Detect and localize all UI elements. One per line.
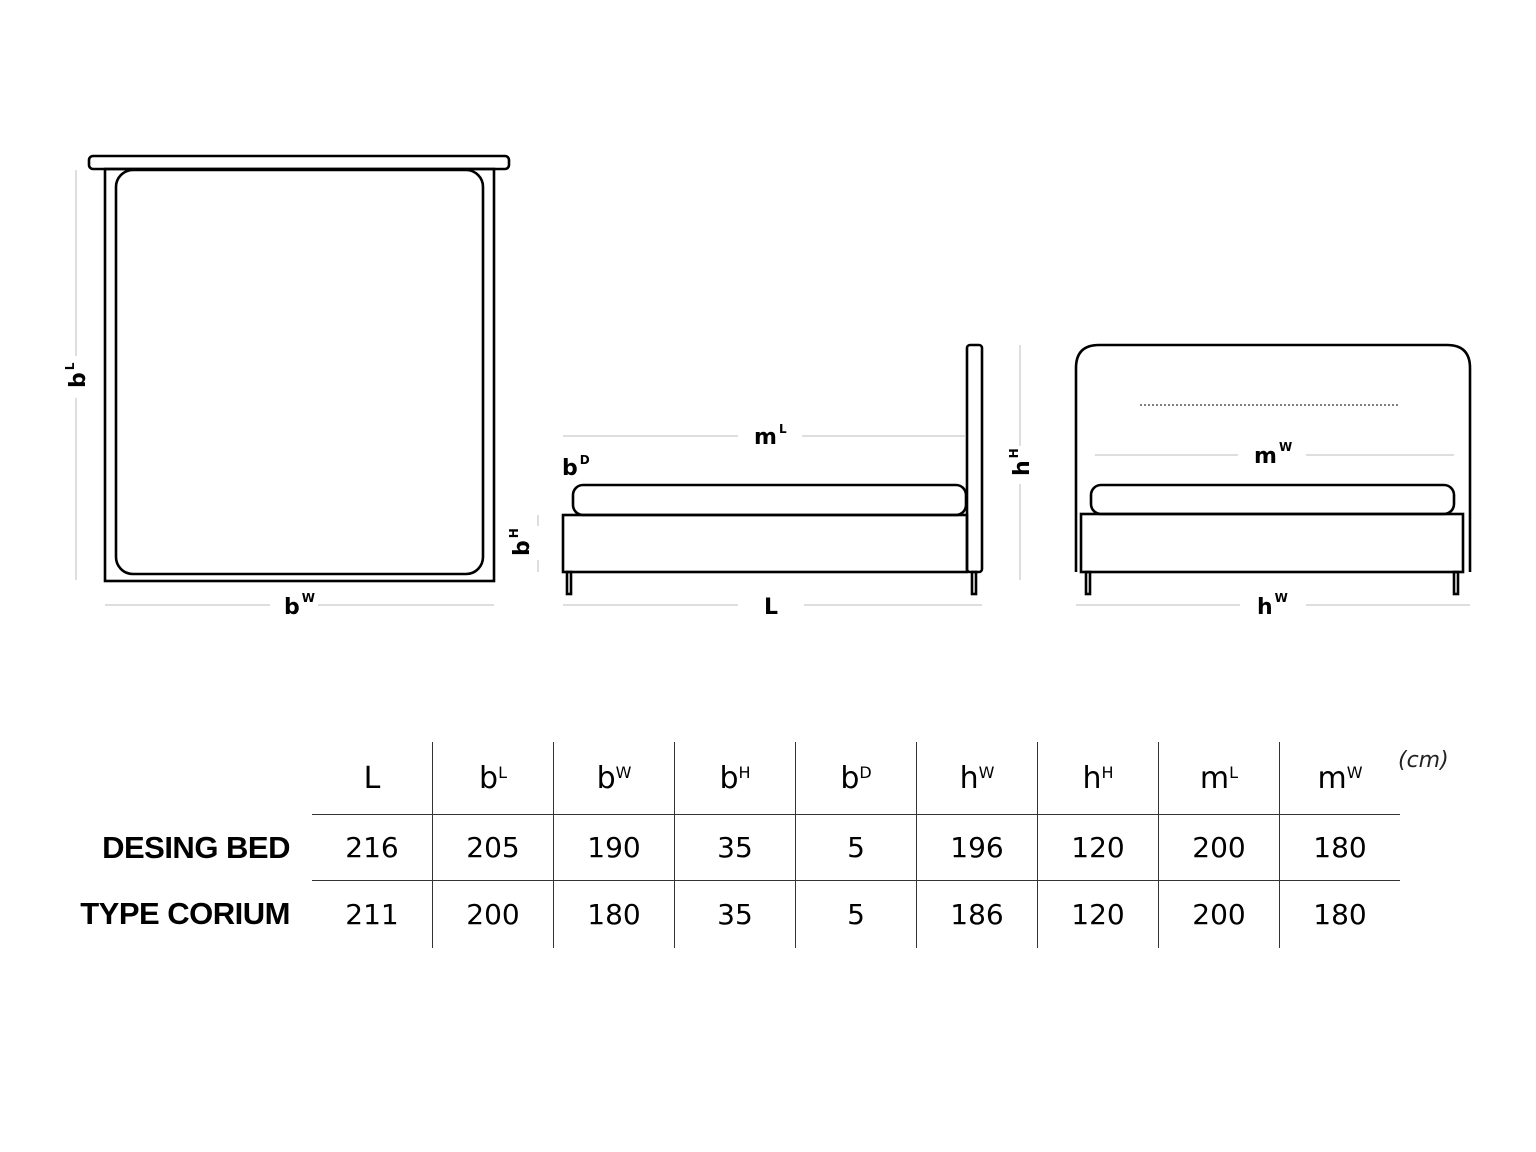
col-header-hH: hH [1037,742,1159,815]
col-header-bW: bW [553,742,675,815]
table-cell: 205 [432,814,554,881]
table-cell: 200 [1158,814,1280,881]
col-header-bD: bD [795,742,917,815]
side-view-base [561,513,969,574]
top-view-length-label: bL [63,362,91,388]
col-header-mW: mW [1279,742,1400,815]
top-view-mattress [114,168,485,576]
row-label: TYPE CORIUM [80,896,290,932]
top-view-headboard [87,154,511,171]
table-cell: 200 [1158,880,1280,948]
side-view-leg [970,570,978,596]
table-cell: 200 [432,880,554,948]
col-header-hW: hW [916,742,1038,815]
table-cell: 35 [674,880,796,948]
table-cell: 35 [674,814,796,881]
table-cell: 180 [553,880,675,948]
front-view-base [1079,512,1465,574]
table-cell: 5 [795,880,917,948]
side-view-base-height-label: bH [507,528,535,556]
top-view-bed-frame [103,167,496,583]
col-header-L: L [363,760,381,796]
table-cell: 180 [1279,814,1400,881]
side-view-headboard [965,343,984,574]
table-cell: 190 [553,814,675,881]
row-label: DESING BED [102,829,290,865]
table-cell: 120 [1037,880,1159,948]
table-row: DESING BED 216 205 190 35 5 196 120 200 … [70,814,1400,881]
front-view-leg [1084,570,1092,596]
front-view-mattress [1089,483,1456,516]
table-cell: 5 [795,814,917,881]
col-header-bL: bL [432,742,554,815]
side-view-mattress [571,483,968,517]
table-cell: 120 [1037,814,1159,881]
front-view-headboard [1074,343,1472,572]
dimensions-table: L bL bW bH bD hW hH mL mW DESING BED 216… [70,742,1400,948]
table-corner [70,742,312,815]
table-cell: 186 [916,880,1038,948]
col-header-bH: bH [674,742,796,815]
side-view-headboard-height-label: hH [1007,448,1035,476]
side-view-leg [565,570,573,596]
table-header-row: L bL bW bH bD hW hH mL mW [70,742,1400,815]
unit-label: (cm) [1398,748,1449,773]
table-cell: 180 [1279,880,1400,948]
side-view-length-label: L [764,595,778,620]
table-cell: 211 [312,880,433,948]
table-cell: 216 [312,814,433,881]
front-view-leg [1452,570,1460,596]
table-cell: 196 [916,814,1038,881]
table-row: TYPE CORIUM 211 200 180 35 5 186 120 200… [70,880,1400,948]
col-header-mL: mL [1158,742,1280,815]
